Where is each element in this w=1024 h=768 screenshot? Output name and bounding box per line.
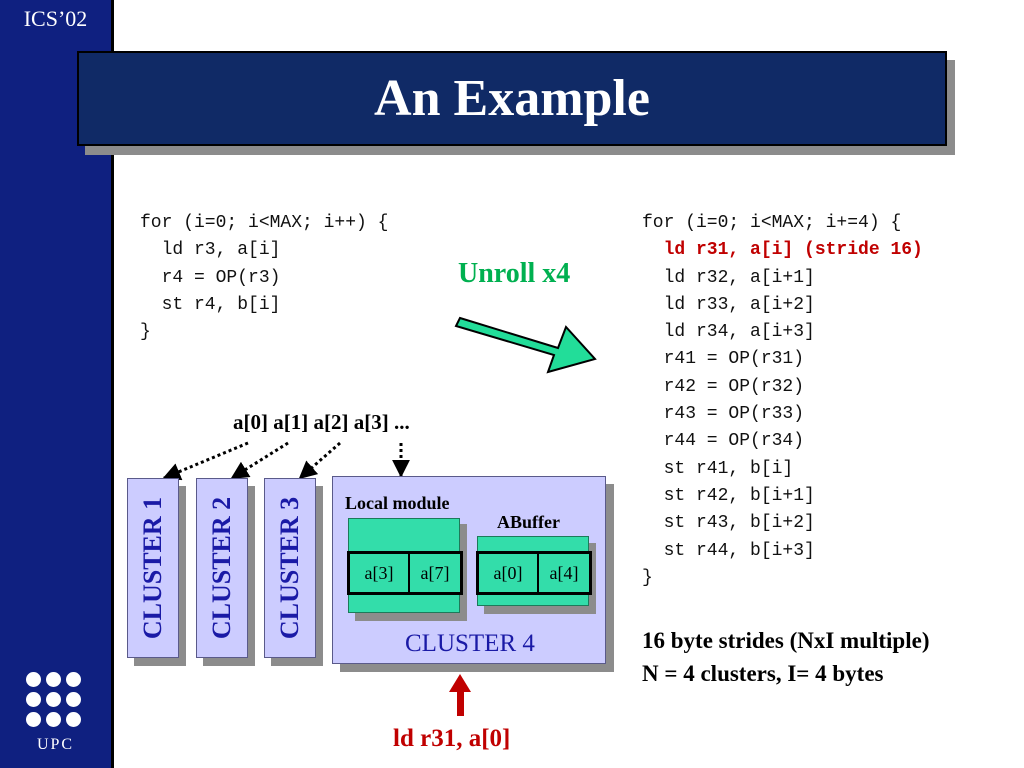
unroll-label: Unroll x4 [458,258,571,289]
sidebar-edge [111,0,114,768]
cluster-2: CLUSTER 2 [196,478,248,658]
code-line: r4 = OP(r3) [140,267,281,288]
abuffer-cell: a[4] [537,554,589,592]
code-line: st r43, b[i+2] [642,513,815,534]
cluster-4-label: CLUSTER 4 [405,630,535,657]
dotted-arrow-cluster3 [298,441,341,480]
cluster-1-label: CLUSTER 1 [138,496,168,640]
conference-label: ICS’02 [23,6,88,31]
load-arrow-icon [449,674,471,716]
local-module-cell: a[7] [408,554,460,592]
cluster-1: CLUSTER 1 [127,478,179,658]
load-label: ld r31, a[0] [393,725,511,752]
code-line: for (i=0; i<MAX; i++) { [140,213,389,233]
code-line: st r42, b[i+1] [642,485,815,506]
upc-logo-text: UPC [36,736,75,753]
code-line: ld r34, a[i+3] [642,322,815,343]
dotted-arrow-cluster1 [162,441,249,481]
title-banner: An Example [77,51,947,146]
abuffer-cell: a[0] [493,562,523,583]
code-line: r43 = OP(r33) [642,404,805,425]
address-sequence: a[0] a[1] a[2] a[3] ... [233,410,410,434]
unroll-arrow-icon [454,316,597,374]
original-loop-code: for (i=0; i<MAX; i++) { ld r3, a[i] r4 =… [140,210,388,346]
code-line: for (i=0; i<MAX; i+=4) { [642,213,902,233]
abuffer-cells: a[0] a[4] [476,551,592,595]
upc-logo-dots [26,672,82,730]
cluster-3-label: CLUSTER 3 [275,496,305,640]
code-line: ld r33, a[i+2] [642,294,815,315]
note-line: 16 byte strides (NxI multiple) [642,628,930,653]
code-line: } [642,567,653,588]
dotted-arrow-cluster2 [230,441,289,480]
local-module-label: Local module [345,493,450,513]
abuffer-label: ABuffer [497,512,560,532]
code-line: r42 = OP(r32) [642,376,805,397]
code-line: } [140,322,151,343]
cluster-3: CLUSTER 3 [264,478,316,658]
note-line: N = 4 clusters, I= 4 bytes [642,661,884,686]
unrolled-loop-code: for (i=0; i<MAX; i+=4) { ld r31, a[i] (s… [642,210,923,592]
slide-title: An Example [374,70,650,127]
code-line: st r41, b[i] [642,458,794,479]
code-line: st r44, b[i+3] [642,540,815,561]
cluster-2-label: CLUSTER 2 [207,496,237,640]
code-line: r44 = OP(r34) [642,431,805,452]
local-module-cell: a[3] [364,562,394,583]
local-module-cells: a[3] a[7] [347,551,463,595]
code-line: st r4, b[i] [140,294,281,315]
code-line: r41 = OP(r31) [642,349,805,370]
highlighted-code-line: ld r31, a[i] (stride 16) [642,240,923,261]
stride-notes: 16 byte strides (NxI multiple) N = 4 clu… [642,624,929,690]
code-line: ld r3, a[i] [140,240,281,261]
code-line: ld r32, a[i+1] [642,267,815,288]
